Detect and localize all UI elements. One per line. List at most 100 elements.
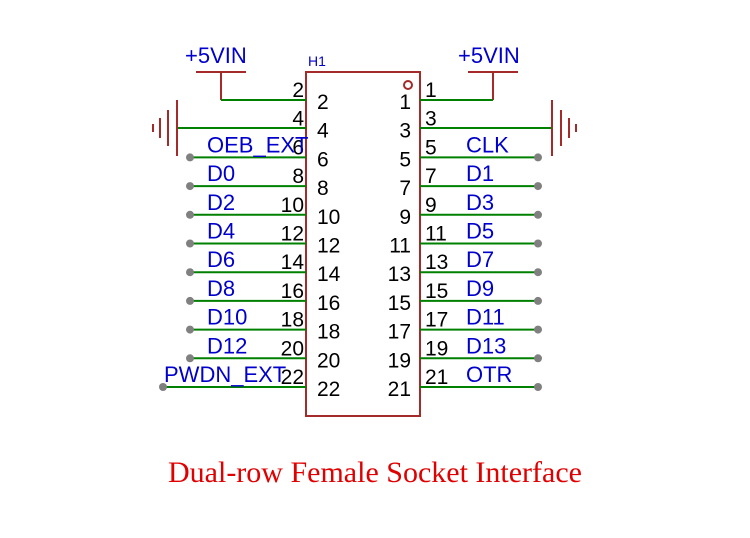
pin-number-outer: 18 bbox=[281, 309, 304, 332]
pin-number-inner: 1 bbox=[399, 91, 411, 114]
pin-number-inner: 10 bbox=[317, 206, 340, 229]
pin-number-inner: 19 bbox=[388, 349, 411, 372]
pin-number-outer: 4 bbox=[292, 108, 304, 131]
net-label: D9 bbox=[466, 276, 494, 301]
net-label: D13 bbox=[466, 333, 506, 358]
pin-number-outer: 16 bbox=[281, 280, 304, 303]
wire-endpoint[interactable] bbox=[159, 383, 167, 391]
pin-number-outer: 13 bbox=[425, 251, 448, 274]
wire-endpoint[interactable] bbox=[186, 239, 194, 248]
pin-number-outer: 6 bbox=[292, 136, 304, 159]
net-label: D8 bbox=[207, 276, 235, 301]
net-label: D2 bbox=[207, 190, 235, 215]
wire-endpoint[interactable] bbox=[186, 268, 194, 277]
right-pin-row: 21 21 OTR bbox=[388, 362, 542, 401]
power-left: +5VIN bbox=[185, 43, 306, 101]
power-right: +5VIN bbox=[420, 43, 520, 101]
left-pin-row: 88 D0 bbox=[186, 161, 329, 200]
pin-number-inner: 16 bbox=[317, 292, 340, 315]
left-pin-row: 44 bbox=[292, 108, 329, 143]
left-pin-row: 20 20 D12 bbox=[186, 333, 340, 372]
net-label: D5 bbox=[466, 219, 494, 244]
pin-number-inner: 13 bbox=[388, 263, 411, 286]
pin-number-outer: 7 bbox=[425, 165, 437, 188]
pin-number-outer: 8 bbox=[292, 165, 304, 188]
power-label-right: +5VIN bbox=[458, 43, 520, 68]
pin-number-inner: 22 bbox=[317, 378, 340, 401]
net-label: D6 bbox=[207, 247, 235, 272]
pin-number-inner: 3 bbox=[399, 120, 411, 143]
net-label: D7 bbox=[466, 247, 494, 272]
ground-left-icon bbox=[152, 100, 306, 156]
pin-number-inner: 14 bbox=[317, 263, 341, 286]
wire-endpoint[interactable] bbox=[534, 182, 542, 191]
pin-number-inner: 15 bbox=[388, 292, 411, 315]
right-pin-row: 11 bbox=[399, 79, 436, 114]
wire-endpoint[interactable] bbox=[534, 383, 542, 391]
pin-number-outer: 15 bbox=[425, 280, 448, 303]
pin-number-outer: 17 bbox=[425, 309, 448, 332]
net-label: PWDN_EXT bbox=[164, 362, 286, 387]
net-label: OTR bbox=[466, 362, 512, 387]
pin-number-inner: 21 bbox=[388, 378, 411, 401]
pin1-marker bbox=[403, 80, 413, 90]
left-pin-column: 224466OEB_EXT88D01010D21212D41414D61616D… bbox=[159, 79, 341, 401]
ref-designator: H1 bbox=[308, 53, 326, 69]
pin-number-outer: 9 bbox=[425, 194, 437, 217]
left-pin-row: 22 bbox=[292, 79, 328, 114]
right-pin-row: 15 15 D9 bbox=[388, 276, 542, 315]
left-pin-row: 10 10 D2 bbox=[186, 190, 340, 229]
pin-number-outer: 19 bbox=[425, 337, 448, 360]
wire-endpoint[interactable] bbox=[186, 153, 194, 162]
right-pin-row: 17 17 D11 bbox=[388, 305, 542, 344]
net-label: CLK bbox=[466, 132, 509, 157]
net-label: D10 bbox=[207, 305, 247, 330]
right-pin-column: 113355CLK77D199D31111D51313D71515D91717D… bbox=[388, 79, 542, 401]
net-label: D3 bbox=[466, 190, 494, 215]
wire-endpoint[interactable] bbox=[534, 210, 542, 219]
pin-number-outer: 21 bbox=[425, 366, 448, 389]
power-label-left: +5VIN bbox=[185, 43, 247, 68]
pin-number-inner: 4 bbox=[317, 120, 329, 143]
pin-number-inner: 20 bbox=[317, 349, 340, 372]
net-label: D12 bbox=[207, 333, 247, 358]
pin-number-outer: 22 bbox=[281, 366, 304, 389]
wire-endpoint[interactable] bbox=[534, 268, 542, 277]
net-label: D11 bbox=[466, 305, 505, 330]
pin-number-inner: 9 bbox=[399, 206, 411, 229]
right-pin-row: 99 D3 bbox=[399, 190, 542, 229]
wire-endpoint[interactable] bbox=[534, 296, 542, 305]
net-label: OEB_EXT bbox=[207, 132, 308, 157]
net-label: D0 bbox=[207, 161, 235, 186]
wire-endpoint[interactable] bbox=[534, 239, 542, 248]
wire-endpoint[interactable] bbox=[186, 296, 194, 305]
pin-number-outer: 5 bbox=[425, 136, 437, 159]
pin-number-outer: 20 bbox=[281, 337, 304, 360]
pin-number-inner: 18 bbox=[317, 321, 340, 344]
wire-endpoint[interactable] bbox=[186, 210, 194, 219]
net-label: D4 bbox=[207, 219, 235, 244]
ground-right-icon bbox=[420, 100, 577, 156]
right-pin-row: 55 CLK bbox=[399, 132, 542, 171]
right-pin-row: 13 13 D7 bbox=[388, 247, 542, 286]
wire-endpoint[interactable] bbox=[534, 325, 542, 334]
pin-number-outer: 12 bbox=[281, 223, 304, 246]
wire-endpoint[interactable] bbox=[186, 325, 194, 334]
wire-endpoint[interactable] bbox=[534, 354, 542, 363]
pin-number-inner: 17 bbox=[388, 321, 411, 344]
wire-endpoint[interactable] bbox=[534, 153, 542, 162]
wire-endpoint[interactable] bbox=[186, 182, 194, 191]
pin-number-outer: 10 bbox=[281, 194, 304, 217]
pin-number-inner: 8 bbox=[317, 177, 329, 200]
net-label: D1 bbox=[466, 161, 494, 186]
pin-number-inner: 6 bbox=[317, 148, 329, 171]
right-pin-row: 19 19 D13 bbox=[388, 333, 542, 372]
wire-endpoint[interactable] bbox=[186, 354, 194, 363]
pin-number-inner: 5 bbox=[399, 148, 411, 171]
